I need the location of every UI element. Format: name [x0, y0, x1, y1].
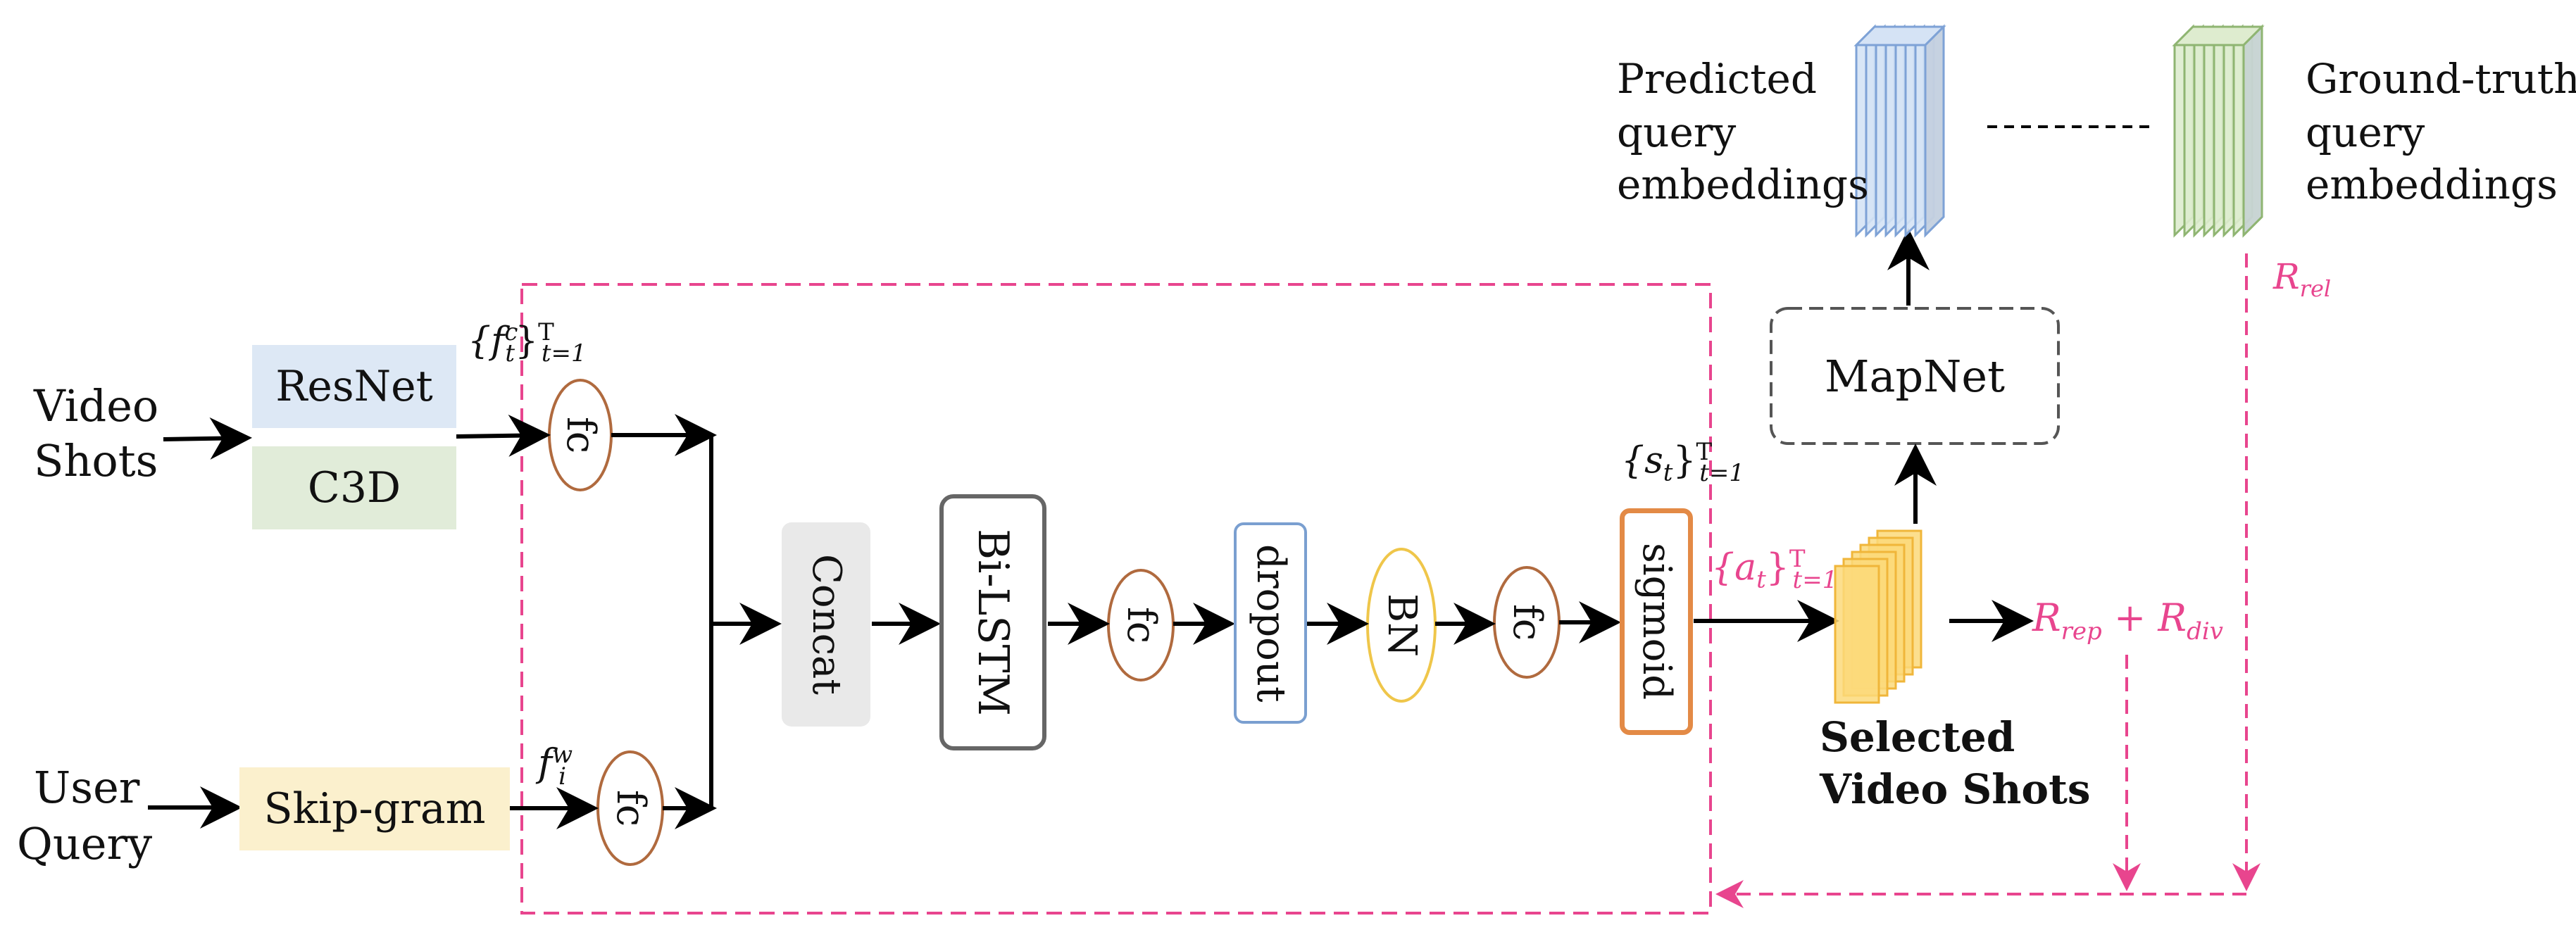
resnet-box: ResNet	[252, 345, 456, 428]
fc-label-mid: fc	[1118, 606, 1164, 644]
groundtruth-embeddings-stack	[2172, 24, 2265, 238]
predicted-line3: embeddings	[1617, 161, 1869, 208]
input-video-line2: Shots	[34, 435, 158, 486]
groundtruth-line1: Ground-truth	[2306, 55, 2576, 103]
reward-rep-div: Rrep + Rdiv	[2032, 596, 2223, 646]
symbol-a-t: {at}Tt=1	[1711, 545, 1838, 594]
bilstm-box: Bi-LSTM	[939, 494, 1046, 750]
input-query-line1: User	[34, 762, 140, 813]
shot-frame-1	[1834, 565, 1880, 704]
arrow-resnet-to-fc	[456, 414, 551, 457]
predicted-embeddings-stack	[1853, 24, 1946, 238]
input-query-line2: Query	[17, 818, 153, 869]
symbol-fc-visual: {fct}Tt=1	[468, 318, 587, 367]
mapnet-label: MapNet	[1825, 350, 2005, 402]
fc-label-visual: fc	[558, 416, 604, 454]
sigmoid-box: sigmoid	[1620, 508, 1693, 735]
selected-shots-line2: Video Shots	[1820, 765, 2091, 813]
groundtruth-line3: embeddings	[2306, 161, 2558, 208]
fc-label-text: fc	[608, 789, 654, 827]
skipgram-box: Skip-gram	[239, 767, 510, 850]
groundtruth-line2: query	[2306, 108, 2425, 156]
symbol-s-t: {st}Tt=1	[1621, 438, 1745, 487]
predicted-line2: query	[1617, 108, 1737, 156]
bn-label: BN	[1379, 593, 1425, 658]
symbol-fc-text: fwi	[538, 741, 573, 791]
input-video-line1: Video	[34, 380, 159, 432]
fc-label-final: fc	[1504, 603, 1550, 641]
predicted-line1: Predicted	[1617, 55, 1817, 103]
selected-shots-stack	[1834, 529, 1922, 704]
dropout-box: dropout	[1234, 522, 1307, 724]
selected-shots-line1: Selected	[1820, 713, 2015, 761]
pred-embedding-side	[1924, 24, 1945, 238]
concat-box: Concat	[782, 522, 870, 727]
gt-embedding-side	[2242, 24, 2263, 238]
reward-rel: Rrel	[2273, 256, 2332, 302]
c3d-box: C3D	[252, 446, 456, 529]
arrow-video-to-resnet	[163, 417, 252, 460]
